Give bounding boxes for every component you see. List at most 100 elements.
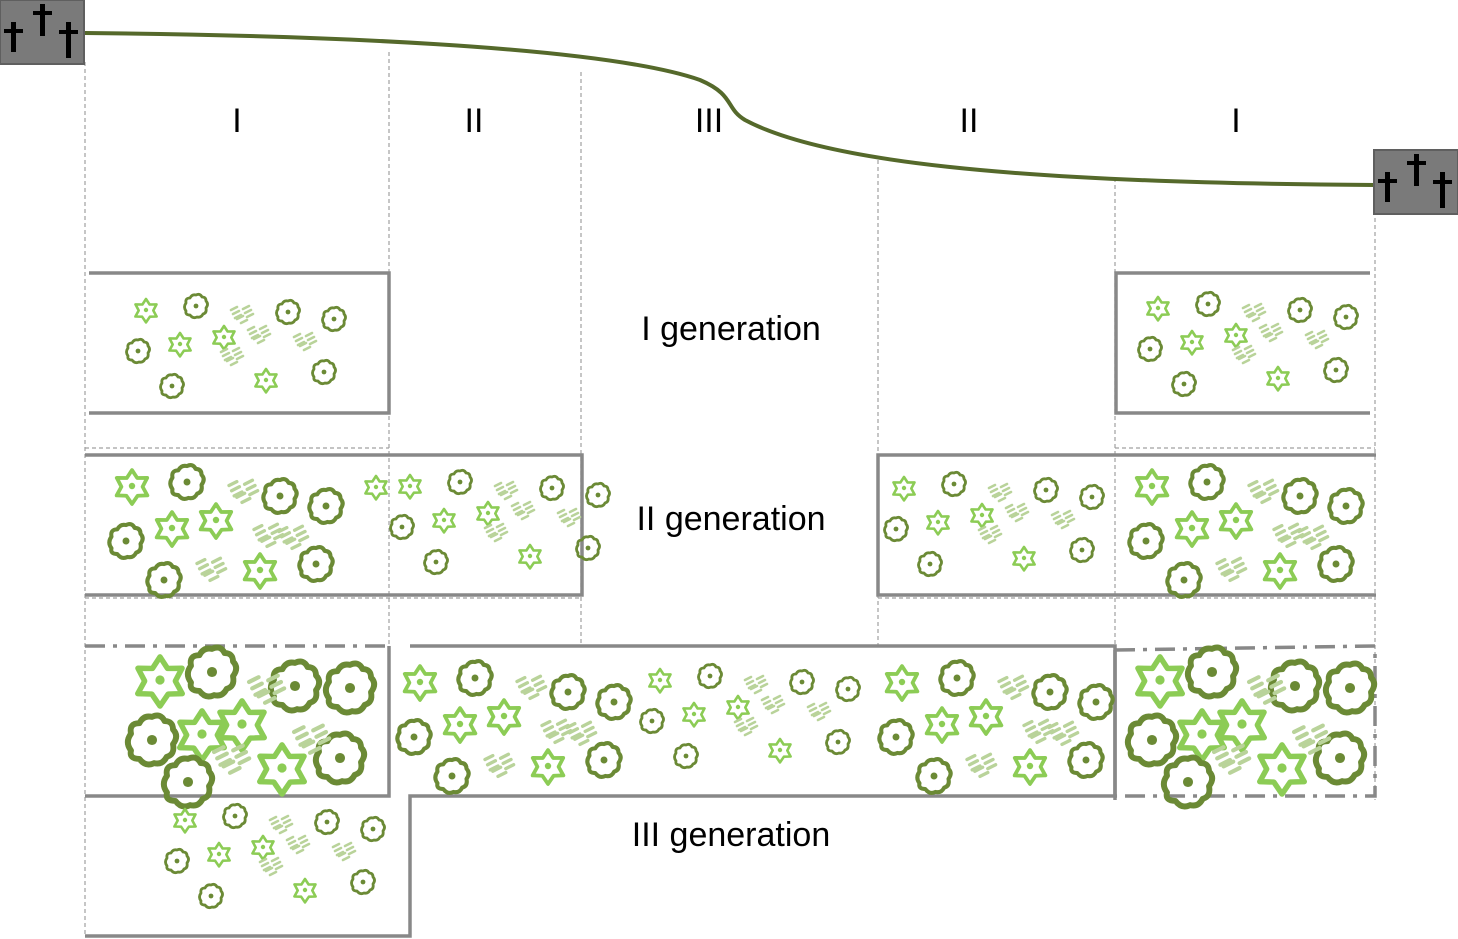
round-bush-icon [941,470,967,498]
round-bush-icon [917,759,950,793]
grass-tuft-icon [733,716,759,737]
star-flower-icon [134,297,158,324]
grass-tuft-icon [1022,718,1055,745]
star-flower-icon [242,552,278,590]
generation-label: III generation [632,816,830,854]
round-bush-icon [389,513,415,541]
grass-tuft-icon [1004,502,1030,523]
grass-tuft-icon [987,482,1013,503]
round-bush-icon [587,743,620,777]
round-bush-icon [1128,716,1176,765]
round-bush-icon [321,305,347,333]
zone-label: I [1231,102,1240,140]
grass-tuft-icon [331,841,357,862]
star-flower-icon [970,502,994,529]
round-bush-icon [263,479,296,513]
round-bush-icon [1167,563,1200,597]
zone-labels: I II III II I [232,102,1240,140]
star-flower-icon [251,834,275,861]
star-flower-icon [682,701,706,728]
grass-tuft-icon [743,674,769,695]
star-flower-icon [398,473,422,500]
star-flower-icon [1146,295,1170,322]
star-flower-icon [726,694,750,721]
star-flower-icon [1180,329,1204,356]
round-bush-icon [1069,743,1102,777]
star-flower-icon [518,543,542,570]
grass-tuft-icon [510,500,536,521]
round-bush-icon [109,524,142,558]
star-flower-icon [1262,552,1298,590]
grass-tuft-icon [1258,322,1284,343]
round-bush-icon [183,292,209,320]
star-flower-icon [180,711,225,760]
grass-tuft-icon [1249,676,1284,703]
star-flower-icon [364,474,388,501]
grass-tuft-icon [483,752,516,779]
round-bush-icon [825,728,851,756]
round-bush-icon [311,358,337,386]
grass-tuft-icon [965,752,998,779]
grass-tuft-icon [556,507,582,528]
star-flower-icon [1012,748,1048,786]
round-bush-icon [275,298,301,326]
gen3-box-right-dashed [1114,644,1377,798]
grass-tuft-icon [285,834,311,855]
grass-tuft-icon [258,856,284,877]
grass-tuft-icon [277,524,310,551]
round-bush-icon [1283,479,1316,513]
round-bush-icon [1129,524,1162,558]
round-bush-icon [164,758,212,807]
grass-tuft-icon [1304,329,1330,350]
star-flower-icon [432,507,456,534]
round-bush-icon [585,481,611,509]
round-bush-icon [1326,664,1374,713]
round-bush-icon [222,802,248,830]
round-bush-icon [350,868,376,896]
round-bush-icon [1079,685,1112,719]
grass-tuft-icon [292,331,318,352]
round-bush-icon [639,707,665,735]
star-flower-icon [154,510,190,548]
round-bush-icon [1329,489,1362,523]
generation-label: II generation [636,500,825,538]
round-bush-icon [1137,335,1163,363]
grass-tuft-icon [252,522,285,549]
star-flower-icon [207,841,231,868]
grass-tuft-icon [249,676,284,703]
round-bush-icon [1271,662,1319,711]
round-bush-icon [170,465,203,499]
star-flower-icon [402,664,438,702]
star-flower-icon [924,706,960,744]
grass-tuft-icon [977,524,1003,545]
round-bush-icon [1188,648,1236,697]
round-bush-icon [314,808,340,836]
grass-tuft-icon [1241,302,1267,323]
round-bush-icon [917,550,943,578]
generation-label: I generation [641,310,821,348]
star-flower-icon [198,502,234,540]
star-flower-icon [884,664,920,702]
star-flower-icon [138,657,183,706]
round-bush-icon [1171,370,1197,398]
round-bush-icon [309,489,342,523]
gen3-box-center [85,644,1117,938]
star-flower-icon [1220,701,1265,750]
grass-tuft-icon [565,720,598,747]
grass-tuft-icon [806,701,832,722]
grass-tuft-icon [246,324,272,345]
round-bush-icon [435,759,468,793]
star-flower-icon [1224,322,1248,349]
star-flower-icon [173,807,197,834]
gen2-box-right [876,453,1376,597]
round-bush-icon [271,662,319,711]
round-bush-icon [360,815,386,843]
round-bush-icon [1190,465,1223,499]
grass-tuft-icon [229,304,255,325]
star-flower-icon [168,331,192,358]
round-bush-icon [1319,547,1352,581]
generation-labels: I generation II generation III generatio… [632,310,830,854]
star-flower-icon [114,468,150,506]
star-flower-icon [1260,745,1305,794]
grass-tuft-icon [294,726,329,753]
